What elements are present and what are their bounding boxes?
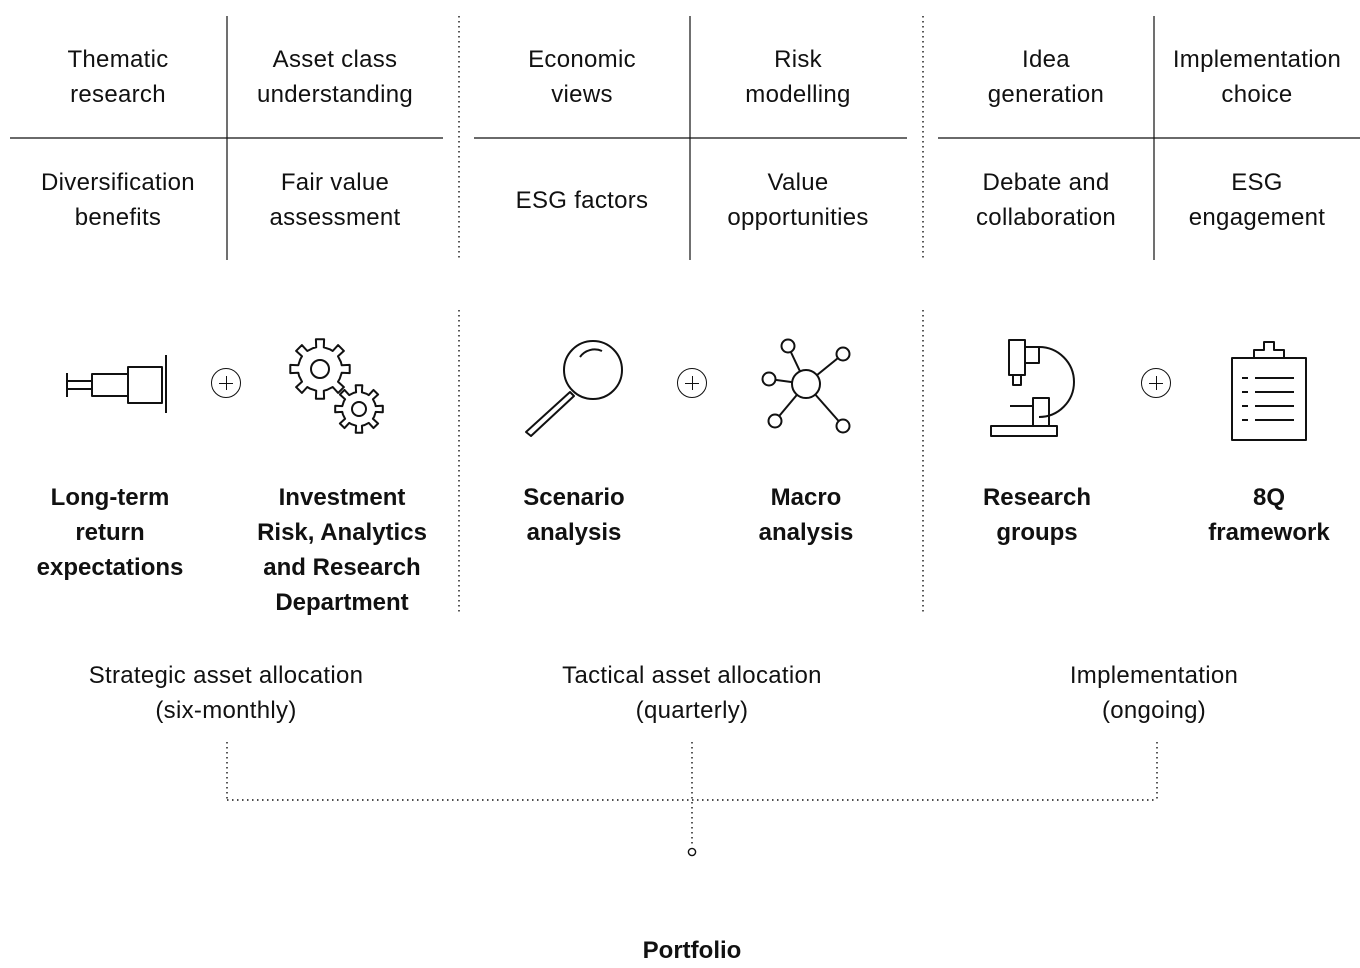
grid-cell: Thematic research — [67, 46, 169, 108]
tool-label: Investment Risk, Analytics and Research … — [257, 484, 427, 616]
grid-cell: Fair value assessment — [269, 169, 401, 231]
portfolio-label: Portfolio — [642, 937, 742, 964]
grid-cell: ESG engagement — [1188, 169, 1326, 231]
grid-cell: Implementation choice — [1172, 46, 1342, 108]
tool-label: Macro analysis — [758, 484, 854, 546]
tool-label: Research groups — [982, 484, 1092, 546]
gears-icon — [289, 338, 384, 434]
stage-label: Strategic asset allocation (six-monthly) — [88, 662, 364, 724]
plus-icon — [677, 368, 707, 398]
grid-cell: Value opportunities — [727, 169, 869, 231]
grid-cell: ESG factors — [515, 186, 649, 214]
tool-label: 8Q framework — [1208, 484, 1330, 546]
stage-label: Tactical asset allocation (quarterly) — [562, 662, 822, 724]
grid-cell: Asset class understanding — [256, 46, 414, 108]
telescope-icon — [66, 355, 167, 413]
connector-endpoint — [687, 847, 697, 857]
clipboard-icon — [1231, 341, 1307, 441]
tool-label: Long-term return expectations — [36, 484, 184, 581]
microscope-icon — [990, 339, 1075, 437]
grid-cell: Diversification benefits — [41, 169, 195, 231]
plus-icon — [211, 368, 241, 398]
stage-label: Implementation (ongoing) — [1069, 662, 1239, 724]
grid-cell: Debate and collaboration — [976, 169, 1116, 231]
network-icon — [761, 338, 851, 434]
grid-cell: Economic views — [528, 46, 636, 108]
grid-cell: Idea generation — [987, 46, 1105, 108]
tool-label: Scenario analysis — [523, 484, 625, 546]
plus-icon — [1141, 368, 1171, 398]
magnifying-glass-icon — [525, 340, 623, 437]
grid-cell: Risk modelling — [745, 46, 851, 108]
